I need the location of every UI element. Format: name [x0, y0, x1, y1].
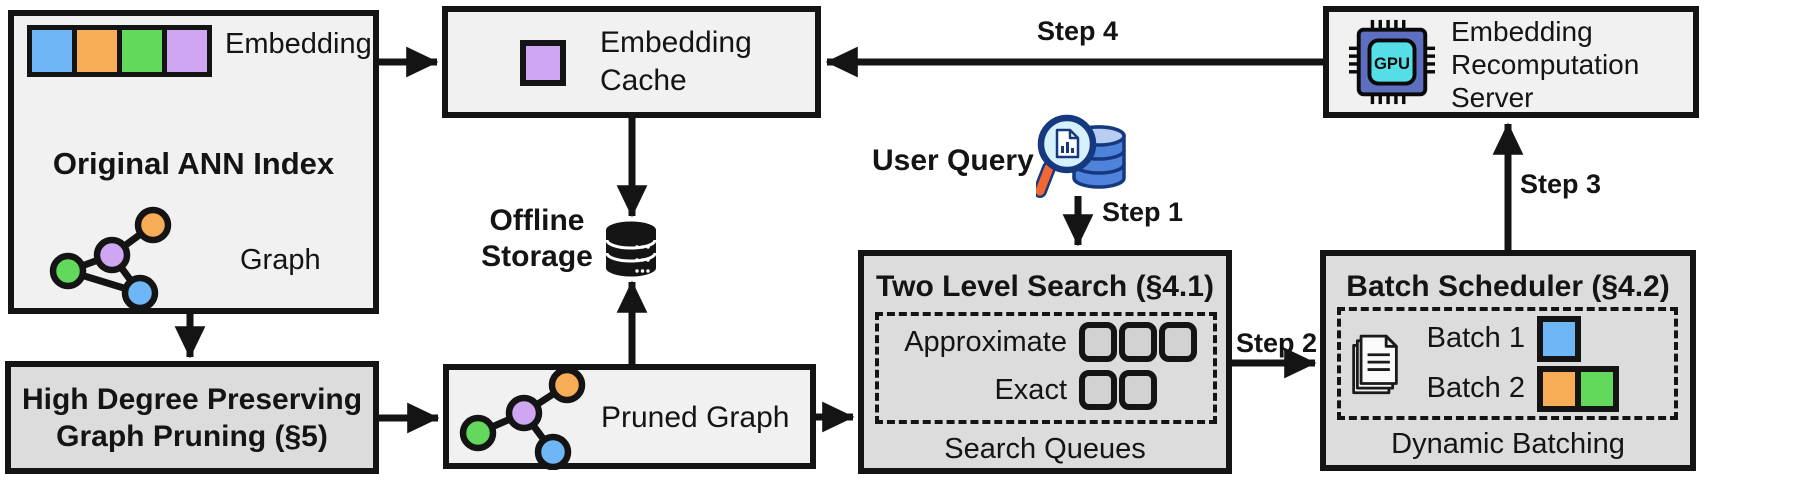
approximate-queue-row: Approximate — [879, 318, 1213, 366]
embedding-cell-blue — [32, 30, 72, 72]
approximate-label: Approximate — [904, 325, 1067, 358]
pruned-graph-box: Pruned Graph — [443, 364, 816, 470]
dynamic-batching-panel: Batch 1 Batch 2 — [1337, 307, 1678, 420]
queue-slot — [1079, 370, 1117, 410]
offline-storage-label: Offline Storage — [457, 203, 617, 275]
exact-queue-row: Exact — [879, 366, 1213, 414]
batch-scheduler-title: Batch Scheduler (§4.2) — [1346, 270, 1670, 303]
batch2-row: Batch 2 — [1401, 364, 1666, 414]
pruned-graph-icon — [459, 370, 586, 470]
embedding-cache-line2: Cache — [600, 64, 687, 97]
queue-slot — [1119, 370, 1157, 410]
approximate-queue-slots — [1079, 322, 1197, 362]
embedding-cache-label: Embedding Cache — [600, 24, 752, 100]
documents-icon — [1352, 334, 1398, 394]
offline-storage-line2: Storage — [481, 240, 593, 273]
queue-slot — [1159, 322, 1197, 362]
high-degree-pruning-line1: High Degree Preserving — [21, 382, 363, 416]
exact-label: Exact — [994, 373, 1067, 406]
queue-slot — [1079, 322, 1117, 362]
gpu-chip-icon: GPU — [1348, 19, 1436, 105]
queue-slot — [1119, 322, 1157, 362]
embedding-vector-icon — [27, 25, 212, 77]
recomputation-server-line3: Server — [1451, 82, 1534, 113]
exact-queue-slots — [1079, 370, 1157, 410]
two-level-search-title: Two Level Search (§4.1) — [876, 270, 1214, 303]
gpu-text: GPU — [1374, 54, 1410, 73]
batch2-item-green — [1575, 365, 1619, 412]
recomputation-server-box: GPU Embedding Recomputation Server — [1323, 6, 1699, 118]
batch-scheduler-box: Batch Scheduler (§4.2) Batch 1 — [1320, 250, 1696, 471]
batch1-label: Batch 1 — [1426, 322, 1525, 354]
step3-label: Step 3 — [1520, 169, 1602, 199]
ann-graph-icon — [49, 206, 172, 312]
original-ann-index-title: Original ANN Index — [52, 146, 335, 181]
embedding-cell-orange — [77, 30, 117, 72]
offline-storage-line1: Offline — [489, 204, 585, 237]
recomputation-server-label: Embedding Recomputation Server — [1451, 15, 1639, 114]
step2-label: Step 2 — [1236, 328, 1318, 358]
original-ann-index-box: Embedding Original ANN Index Graph — [8, 10, 379, 314]
search-queues-label: Search Queues — [944, 433, 1146, 465]
batch2-label: Batch 2 — [1426, 372, 1525, 404]
step4-label: Step 4 — [1037, 16, 1119, 46]
high-degree-pruning-line2: Graph Pruning (§5) — [56, 419, 328, 453]
database-icon — [605, 221, 657, 277]
batch1-item-blue — [1537, 315, 1581, 362]
query-search-database-icon — [1036, 114, 1126, 198]
two-level-search-box: Two Level Search (§4.1) Approximate Exac… — [858, 250, 1232, 474]
pruned-graph-label: Pruned Graph — [601, 401, 790, 434]
batch1-row: Batch 1 — [1401, 314, 1666, 364]
high-degree-pruning-box: High Degree Preserving Graph Pruning (§5… — [5, 361, 379, 474]
cached-embedding-icon — [520, 40, 566, 86]
embedding-cache-line1: Embedding — [600, 26, 752, 59]
batch2-items — [1537, 365, 1619, 412]
embedding-cache-box: Embedding Cache — [442, 6, 821, 118]
graph-label: Graph — [240, 244, 321, 276]
embedding-cell-green — [122, 30, 162, 72]
user-query-label: User Query — [872, 144, 1034, 177]
recomputation-server-line1: Embedding — [1451, 16, 1593, 47]
embedding-cell-purple — [167, 30, 207, 72]
dynamic-batching-label: Dynamic Batching — [1391, 428, 1625, 460]
embedding-label: Embedding — [225, 28, 372, 60]
recomputation-server-line2: Recomputation — [1451, 49, 1640, 80]
search-queues-panel: Approximate Exact — [875, 312, 1217, 424]
step1-label: Step 1 — [1102, 197, 1184, 227]
